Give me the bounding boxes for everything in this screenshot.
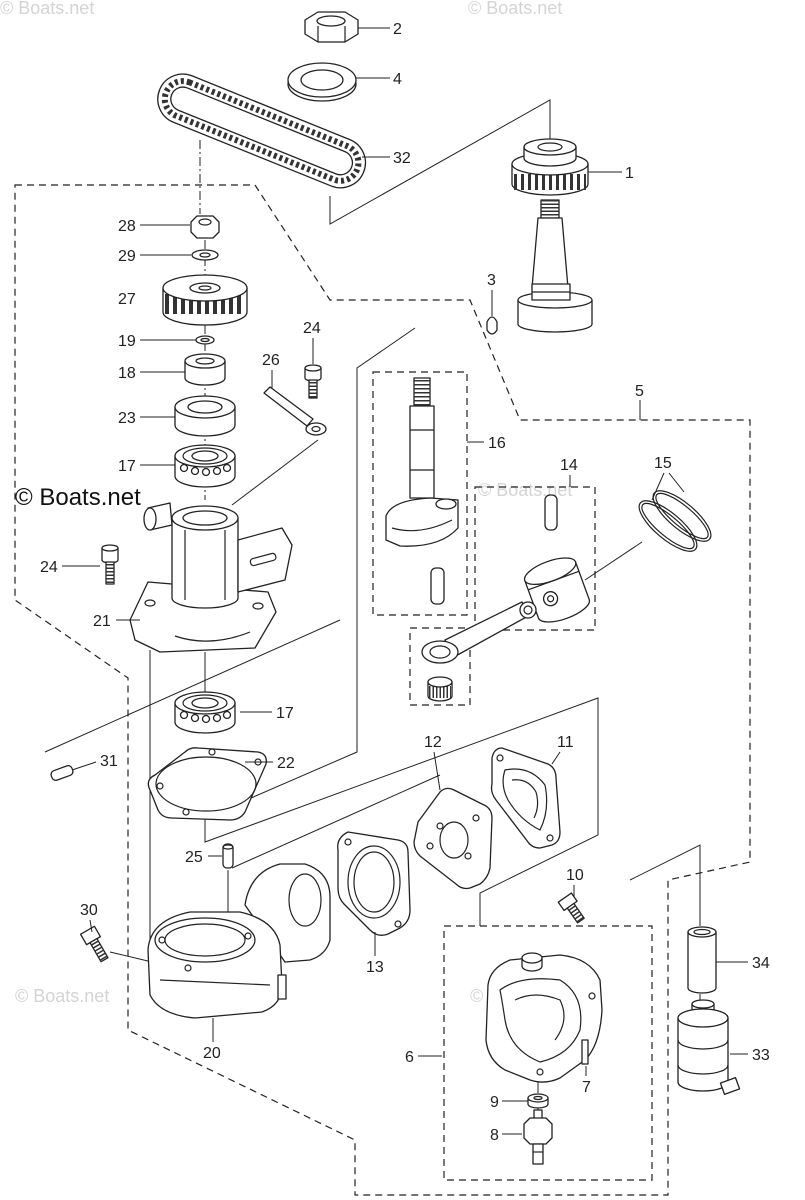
crank-pin	[430, 567, 445, 605]
part-31-dowel-pin	[50, 765, 74, 781]
part-4-washer	[287, 62, 357, 102]
callout-1: 1	[625, 165, 634, 182]
part-24-bolt-upper	[304, 364, 322, 399]
part-17-bearing-lower	[174, 691, 236, 734]
callout-15: 15	[654, 455, 672, 472]
callout-16: 16	[488, 435, 506, 452]
part-30-bolt	[79, 925, 109, 963]
watermark-main: © Boats.net	[15, 484, 141, 511]
callout-28: 28	[118, 218, 136, 235]
part-15-piston-rings	[638, 490, 712, 552]
callout-9: 9	[490, 1094, 499, 1111]
watermark-bottom-left: © Boats.net	[15, 986, 109, 1006]
callout-4: 4	[393, 71, 402, 88]
part-21-housing	[129, 502, 293, 653]
part-12-plate	[413, 787, 493, 890]
callout-30: 30	[80, 902, 98, 919]
callouts: 2 4 32 1 3 28 29 27 19 18 23 17 24 26 16…	[15, 21, 770, 1144]
part-11-gasket	[490, 747, 561, 849]
callout-6: 6	[405, 1049, 414, 1066]
part-26-link-rod	[263, 386, 327, 436]
part-2-nut	[304, 11, 359, 43]
part-32-drive-belt	[157, 73, 367, 189]
part-14-piston-pin	[544, 494, 558, 531]
callout-2: 2	[393, 21, 402, 38]
part-29-washer	[191, 249, 219, 261]
needle-bearing	[427, 676, 453, 702]
crankshaft-group-box	[372, 371, 468, 616]
callout-7: 7	[582, 1079, 591, 1096]
part-20-crankcase	[147, 863, 331, 1019]
callout-31: 31	[100, 753, 118, 770]
callout-12: 12	[424, 734, 442, 751]
callout-32: 32	[393, 150, 411, 167]
callout-14: 14	[560, 457, 578, 474]
callout-33: 33	[752, 1047, 770, 1064]
callout-11: 11	[557, 734, 574, 751]
part-3-key	[486, 316, 498, 335]
part-22-gasket	[147, 747, 267, 821]
callout-18: 18	[118, 365, 136, 382]
part-13-gasket	[337, 831, 411, 936]
callout-3: 3	[487, 272, 496, 289]
assembly-5-boundary	[14, 184, 751, 1196]
watermarks: © Boats.net © Boats.net © Boats.net © Bo…	[0, 0, 572, 1006]
callout-29: 29	[118, 248, 136, 265]
drive-shaft	[517, 199, 593, 333]
part-19-washer	[195, 335, 215, 345]
callout-27: 27	[118, 291, 136, 308]
part-24-bolt-lower	[101, 544, 119, 585]
part-9-washer	[527, 1093, 549, 1109]
part-17-bearing-upper	[174, 444, 236, 488]
callout-17-upper: 17	[118, 458, 136, 475]
callout-34: 34	[752, 955, 770, 972]
part-14-piston	[523, 557, 591, 623]
part-25-dowel-pin	[222, 843, 234, 869]
callout-26: 26	[262, 352, 280, 369]
leader-lines	[62, 27, 748, 1135]
part-16-crankshaft	[385, 377, 459, 547]
callout-24-upper: 24	[303, 320, 321, 337]
callout-23: 23	[118, 410, 136, 427]
callout-20: 20	[203, 1045, 221, 1062]
watermark-middle: © Boats.net	[478, 480, 572, 500]
part-18-bushing	[184, 353, 226, 386]
part-23-oil-seal	[174, 395, 236, 437]
part-7-pin	[581, 1039, 589, 1065]
callout-24-lower: 24	[40, 559, 58, 576]
callout-8: 8	[490, 1127, 499, 1144]
watermark-top-left: © Boats.net	[0, 0, 94, 18]
callout-17-lower: 17	[276, 705, 294, 722]
part-6-pump-body	[485, 952, 603, 1083]
part-27-gear	[162, 274, 248, 326]
callout-13: 13	[366, 959, 384, 976]
callout-22: 22	[277, 755, 295, 772]
callout-25: 25	[185, 849, 203, 866]
part-10-bolt	[557, 892, 585, 924]
part-8-fitting	[523, 1109, 553, 1165]
watermark-top-right: © Boats.net	[468, 0, 562, 18]
part-28-nut	[190, 215, 220, 239]
callout-19: 19	[118, 333, 136, 350]
callout-5: 5	[635, 383, 644, 400]
part-1-pulley	[511, 138, 589, 196]
part-33-filter	[677, 999, 741, 1096]
connector-lines	[44, 99, 701, 1118]
part-34-tube	[687, 926, 717, 994]
piston-group-box	[409, 486, 596, 706]
callout-21: 21	[93, 613, 111, 630]
part-14-connecting-rod	[421, 601, 537, 664]
pump-group-box	[443, 925, 653, 1181]
callout-10: 10	[566, 867, 584, 884]
